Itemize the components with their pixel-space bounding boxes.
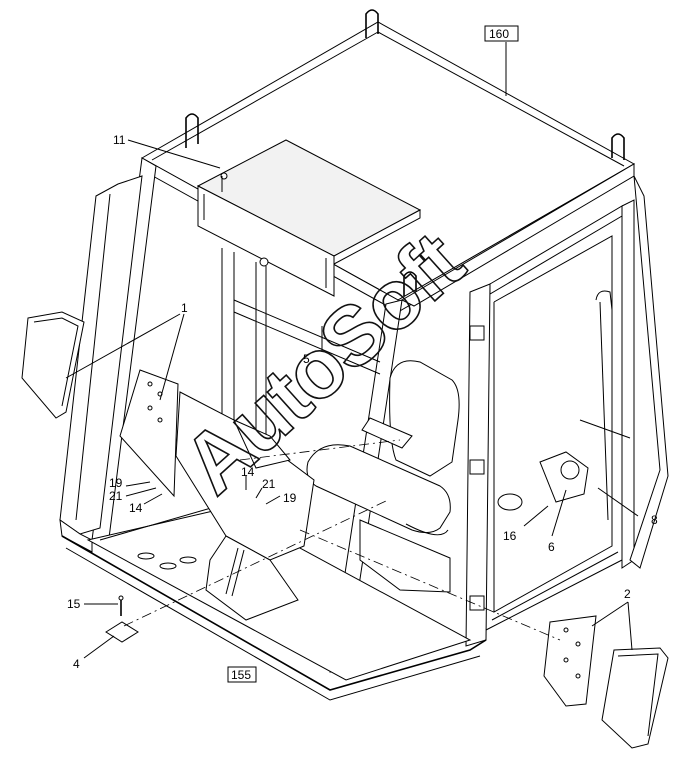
callout-box-155 [227,666,257,683]
right-side-blower [497,290,631,521]
leader-lines [65,42,639,659]
left-loose-glass [21,311,85,419]
lifting-eyes [185,9,625,296]
callout-19-right: 19 [283,491,297,505]
callout-21-right: 21 [262,477,276,491]
operator-seat [306,360,460,593]
roof-console-box [196,139,422,297]
door-window [493,235,613,613]
callout-19-left: 19 [109,476,123,490]
callout-16: 16 [503,529,517,543]
callout-box-160 [484,25,519,42]
callout-14-right: 14 [241,465,255,479]
assembly-lines [123,439,561,641]
callout-5: 5 [303,352,310,366]
callout-14-left: 14 [129,501,143,515]
callout-6: 6 [548,540,555,554]
right-loose-panel [543,615,669,749]
callout-11: 11 [113,133,126,147]
left-front-frame [59,157,157,553]
callout-2: 2 [624,587,631,601]
callout-21-left: 21 [109,489,123,503]
callout-4: 4 [73,657,80,671]
callout-labels: 160 11 1 5 19 21 14 14 21 19 8 16 6 2 15… [67,25,658,683]
callout-8: 8 [651,513,658,527]
callout-155: 155 [231,668,251,682]
console-panel [175,391,315,621]
floor-plate [105,595,139,643]
callout-15: 15 [67,597,81,611]
callout-160: 160 [489,27,509,41]
callout-1: 1 [181,301,188,315]
left-side-window [119,369,179,498]
